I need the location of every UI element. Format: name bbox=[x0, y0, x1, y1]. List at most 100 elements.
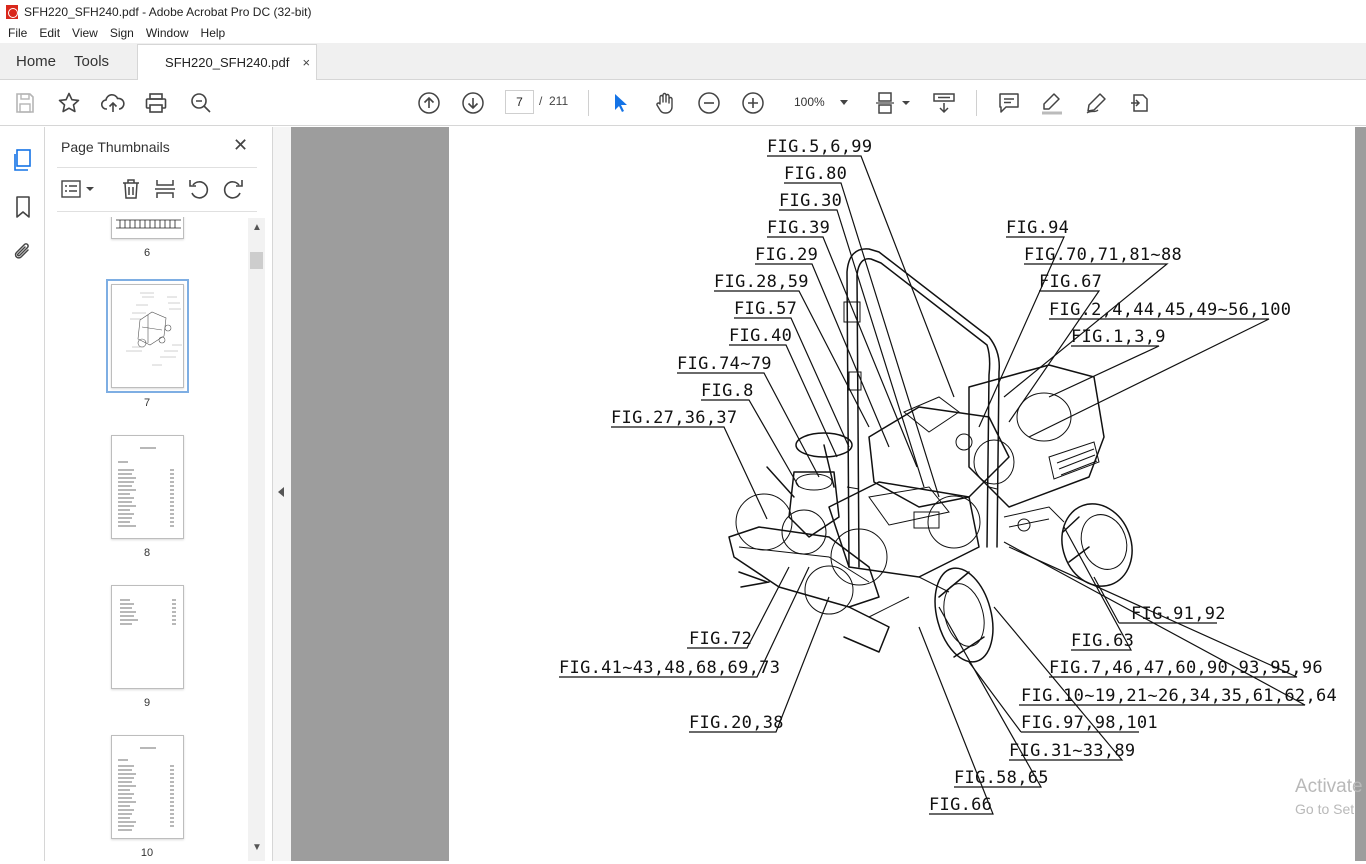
panel-splitter[interactable] bbox=[273, 127, 291, 861]
zoom-search-icon[interactable] bbox=[189, 91, 213, 115]
page-thumbnail-selected[interactable] bbox=[106, 279, 189, 393]
fig-label-70-71-81-88: FIG.70,71,81~88 bbox=[1024, 245, 1182, 265]
fig-label-30: FIG.30 bbox=[779, 191, 842, 211]
exploded-diagram: FIG.5,6,99 FIG.80 FIG.30 FIG.39 FIG.29 F… bbox=[559, 137, 1337, 815]
thumbnail-label: 9 bbox=[143, 697, 151, 709]
collapse-panel-icon[interactable] bbox=[278, 487, 284, 497]
fig-label-39: FIG.39 bbox=[767, 218, 830, 238]
fig-label-72: FIG.72 bbox=[689, 629, 752, 649]
print-icon[interactable] bbox=[144, 91, 168, 115]
scrollbar-thumb[interactable] bbox=[250, 252, 263, 269]
panel-title: Page Thumbnails bbox=[61, 139, 170, 155]
fig-label-31-33-89: FIG.31~33,89 bbox=[1009, 741, 1135, 761]
fig-label-91-92: FIG.91,92 bbox=[1131, 604, 1226, 624]
document-tab-label: SFH220_SFH240.pdf bbox=[165, 55, 290, 70]
fig-label-5-6-99: FIG.5,6,99 bbox=[767, 137, 872, 157]
close-tab-icon[interactable]: × bbox=[302, 55, 311, 70]
leader-lines bbox=[559, 155, 1306, 815]
thumbnail-options-icon[interactable] bbox=[61, 177, 95, 201]
fig-label-29: FIG.29 bbox=[755, 245, 818, 265]
menu-file[interactable]: File bbox=[8, 26, 28, 40]
figure-labels: FIG.5,6,99 FIG.80 FIG.30 FIG.39 FIG.29 F… bbox=[559, 137, 1337, 815]
thumbnail-scrollbar[interactable]: ▲ ▼ bbox=[248, 218, 265, 861]
fig-label-94: FIG.94 bbox=[1006, 218, 1069, 238]
page-up-icon[interactable] bbox=[417, 91, 441, 115]
hand-icon[interactable] bbox=[653, 91, 677, 115]
comment-icon[interactable] bbox=[997, 91, 1021, 115]
fig-label-74-79: FIG.74~79 bbox=[677, 354, 772, 374]
fig-label-63: FIG.63 bbox=[1071, 631, 1134, 651]
toolbar-divider bbox=[976, 90, 977, 116]
tab-bar: Home Tools SFH220_SFH240.pdf × bbox=[0, 43, 1366, 80]
page-thumbnail[interactable] bbox=[111, 735, 184, 839]
fig-label-7-46-47: FIG.7,46,47,60,90,93,95,96 bbox=[1049, 658, 1323, 678]
fig-label-66: FIG.66 bbox=[929, 795, 992, 815]
stamp-icon[interactable] bbox=[1128, 91, 1152, 115]
left-rail bbox=[0, 127, 45, 861]
tab-document[interactable]: SFH220_SFH240.pdf × bbox=[137, 44, 318, 80]
fig-label-8: FIG.8 bbox=[701, 381, 754, 401]
menu-window[interactable]: Window bbox=[145, 26, 189, 40]
page-thumbnail[interactable] bbox=[111, 217, 184, 239]
fig-label-58-65: FIG.58,65 bbox=[954, 768, 1049, 788]
page-separator: / bbox=[539, 94, 543, 108]
fig-label-27-36-37: FIG.27,36,37 bbox=[611, 408, 737, 428]
thumbnail-label: 10 bbox=[140, 847, 154, 859]
panel-divider bbox=[57, 167, 257, 168]
scroll-up-icon[interactable]: ▲ bbox=[252, 222, 262, 233]
thumbnail-label: 6 bbox=[143, 247, 151, 259]
page-total: 211 bbox=[549, 94, 569, 108]
document-view[interactable]: FIG.5,6,99 FIG.80 FIG.30 FIG.39 FIG.29 F… bbox=[291, 127, 1366, 861]
zoom-in-icon[interactable] bbox=[741, 91, 765, 115]
fig-label-67: FIG.67 bbox=[1039, 272, 1102, 292]
fig-label-40: FIG.40 bbox=[729, 326, 792, 346]
page-thumbnails-icon[interactable] bbox=[11, 148, 35, 172]
menu-edit[interactable]: Edit bbox=[39, 26, 61, 40]
menu-view[interactable]: View bbox=[72, 26, 98, 40]
zoom-select[interactable]: 100% bbox=[786, 90, 856, 114]
close-icon[interactable]: ✕ bbox=[233, 135, 249, 155]
attachment-icon[interactable] bbox=[11, 240, 35, 264]
fig-label-97-98-101: FIG.97,98,101 bbox=[1021, 713, 1158, 733]
tab-home[interactable]: Home bbox=[16, 52, 57, 70]
fig-label-2-4-44-45-49-56-100: FIG.2,4,44,45,49~56,100 bbox=[1049, 300, 1291, 320]
title-bar: SFH220_SFH240.pdf - Adobe Acrobat Pro DC… bbox=[0, 0, 1366, 23]
thumbnail-label: 8 bbox=[143, 547, 151, 559]
insert-page-icon[interactable] bbox=[153, 177, 177, 201]
page-down-icon[interactable] bbox=[461, 91, 485, 115]
fig-label-1-3-9: FIG.1,3,9 bbox=[1071, 327, 1166, 347]
select-arrow-icon[interactable] bbox=[608, 91, 632, 115]
acrobat-app-icon bbox=[6, 4, 18, 19]
page-thumbnails-panel: Page Thumbnails ✕ 6 7 8 9 bbox=[45, 127, 273, 861]
pdf-page: FIG.5,6,99 FIG.80 FIG.30 FIG.39 FIG.29 F… bbox=[449, 127, 1355, 861]
menu-bar: File Edit View Sign Window Help bbox=[0, 23, 1366, 43]
zoom-out-icon[interactable] bbox=[697, 91, 721, 115]
page-number-input[interactable]: 7 bbox=[505, 90, 534, 114]
page-thumbnail[interactable] bbox=[111, 585, 184, 689]
activation-watermark-sub: Go to Set bbox=[1295, 801, 1355, 817]
tab-tools[interactable]: Tools bbox=[74, 52, 110, 70]
window-title: SFH220_SFH240.pdf - Adobe Acrobat Pro DC… bbox=[24, 4, 312, 19]
activation-watermark: Activate bbox=[1295, 776, 1363, 797]
page-thumbnail[interactable] bbox=[111, 435, 184, 539]
draw-icon[interactable] bbox=[1084, 91, 1108, 115]
rotate-left-icon[interactable] bbox=[187, 177, 211, 201]
highlight-icon[interactable] bbox=[1040, 91, 1064, 115]
fig-label-28-59: FIG.28,59 bbox=[714, 272, 809, 292]
bookmark-icon[interactable] bbox=[11, 195, 35, 219]
page-display-icon[interactable] bbox=[876, 91, 912, 115]
scroll-down-icon[interactable]: ▼ bbox=[252, 842, 262, 853]
upload-icon[interactable] bbox=[100, 91, 125, 115]
scroll-mode-icon[interactable] bbox=[932, 91, 956, 115]
chevron-down-icon bbox=[840, 100, 848, 105]
save-icon[interactable] bbox=[13, 91, 37, 115]
menu-help[interactable]: Help bbox=[200, 26, 226, 40]
fig-label-57: FIG.57 bbox=[734, 299, 797, 319]
menu-sign[interactable]: Sign bbox=[109, 26, 134, 40]
thumbnail-list: 6 7 8 9 10 bbox=[45, 217, 250, 861]
delete-icon[interactable] bbox=[119, 177, 143, 201]
fig-label-20-38: FIG.20,38 bbox=[689, 713, 784, 733]
star-icon[interactable] bbox=[57, 91, 81, 115]
rotate-right-icon[interactable] bbox=[221, 177, 245, 201]
thumbnail-label: 7 bbox=[143, 397, 151, 409]
